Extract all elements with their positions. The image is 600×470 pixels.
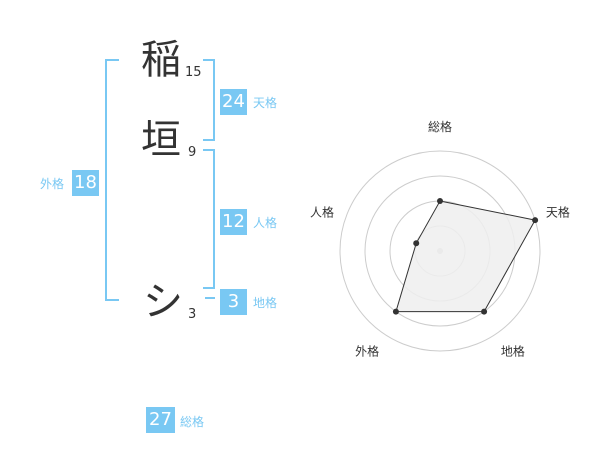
name-char-3: シ xyxy=(143,279,183,325)
radar-series-shape xyxy=(395,200,536,313)
tenkaku-label: 天格 xyxy=(253,96,278,110)
radar-axis-label-5: 人格 xyxy=(310,205,334,220)
radar-point-3 xyxy=(481,308,488,315)
gaikaku-bracket xyxy=(105,59,119,301)
radar-axis-label-1: 総格 xyxy=(428,119,452,134)
radar-point-1 xyxy=(437,198,443,204)
chikaku-label: 地格 xyxy=(253,296,278,310)
radar-axis-label-2: 天格 xyxy=(546,205,570,220)
stroke-count-1: 15 xyxy=(185,65,202,80)
gaikaku-value: 18 xyxy=(72,170,99,196)
name-char-1: 稲 xyxy=(141,37,181,83)
tenkaku-bracket xyxy=(203,59,215,141)
radar-point-4 xyxy=(392,308,399,315)
chikaku-connector xyxy=(205,297,215,299)
radar-axis-label-3: 地格 xyxy=(501,343,525,358)
jinkaku-bracket xyxy=(203,149,215,289)
radar-point-5 xyxy=(413,240,420,247)
radar-point-2 xyxy=(532,217,539,224)
soukaku-value: 27 xyxy=(146,407,175,433)
gaikaku-label: 外格 xyxy=(40,177,65,191)
stroke-count-2: 9 xyxy=(188,145,197,160)
jinkaku-value: 12 xyxy=(220,209,247,235)
jinkaku-label: 人格 xyxy=(253,216,278,230)
soukaku-label: 総格 xyxy=(180,415,205,429)
radar-axis-label-4: 外格 xyxy=(355,343,379,358)
chikaku-value: 3 xyxy=(220,289,247,315)
name-char-2: 垣 xyxy=(141,117,181,163)
tenkaku-value: 24 xyxy=(220,89,247,115)
stroke-count-3: 3 xyxy=(188,307,197,322)
